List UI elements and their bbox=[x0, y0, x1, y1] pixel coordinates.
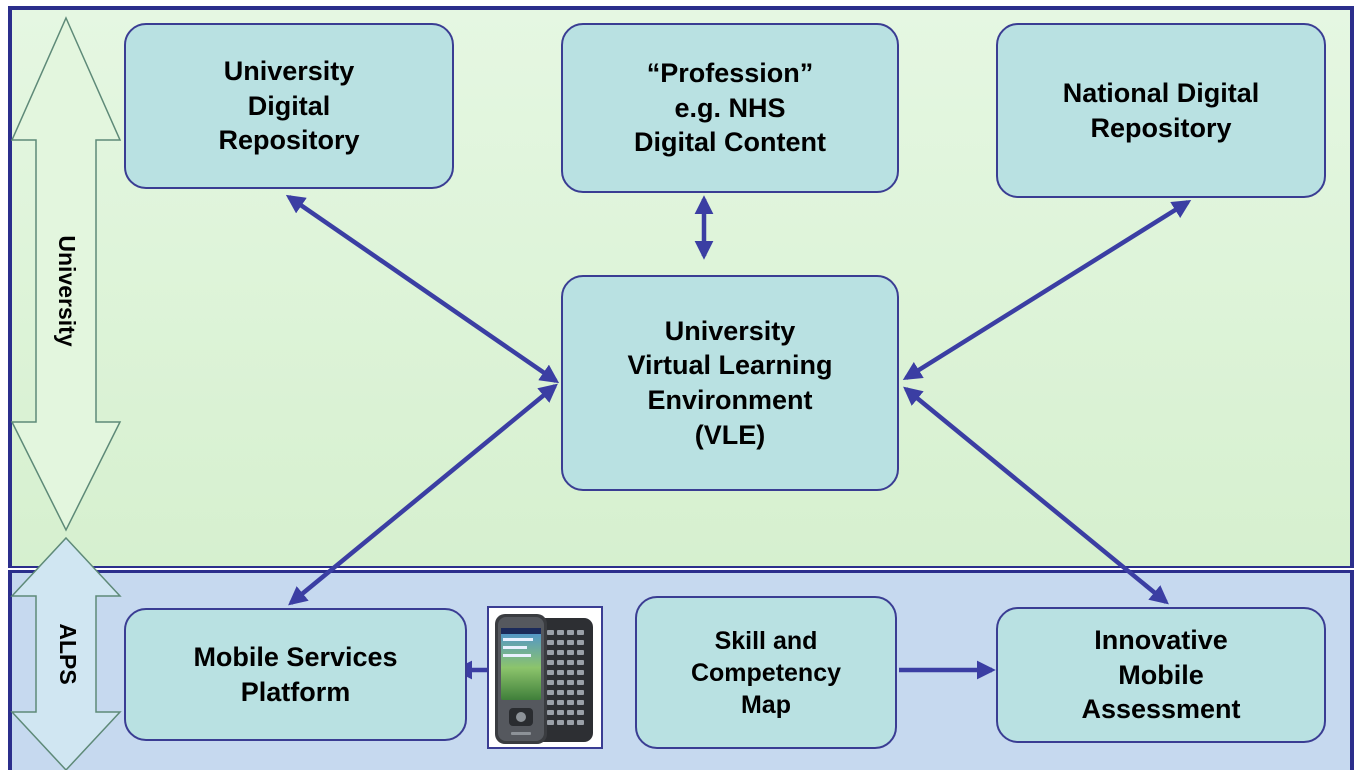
alps-span-arrow bbox=[10, 536, 122, 770]
connector-ndr-vle bbox=[902, 199, 1192, 381]
alps-zone-label: ALPS bbox=[55, 623, 81, 685]
pda-smartphone-icon bbox=[495, 614, 593, 744]
innovative-mobile-assessment-node: Innovative Mobile Assessment bbox=[996, 607, 1326, 743]
skill-competency-map-node: Skill and Competency Map bbox=[635, 596, 897, 749]
mobile-services-platform-node: Mobile Services Platform bbox=[124, 608, 467, 741]
vle-node: University Virtual Learning Environment … bbox=[561, 275, 899, 491]
connector-vle-msp bbox=[288, 383, 558, 606]
national-digital-repository-node: National Digital Repository bbox=[996, 23, 1326, 198]
university-digital-repository-node: University Digital Repository bbox=[124, 23, 454, 189]
device-frame bbox=[487, 606, 603, 749]
university-zone-label: University bbox=[54, 235, 80, 347]
connector-vle-ima bbox=[903, 386, 1169, 605]
profession-content-node: “Profession” e.g. NHS Digital Content bbox=[561, 23, 899, 193]
university-span-arrow bbox=[10, 16, 122, 532]
connector-udr-vle bbox=[285, 194, 560, 384]
